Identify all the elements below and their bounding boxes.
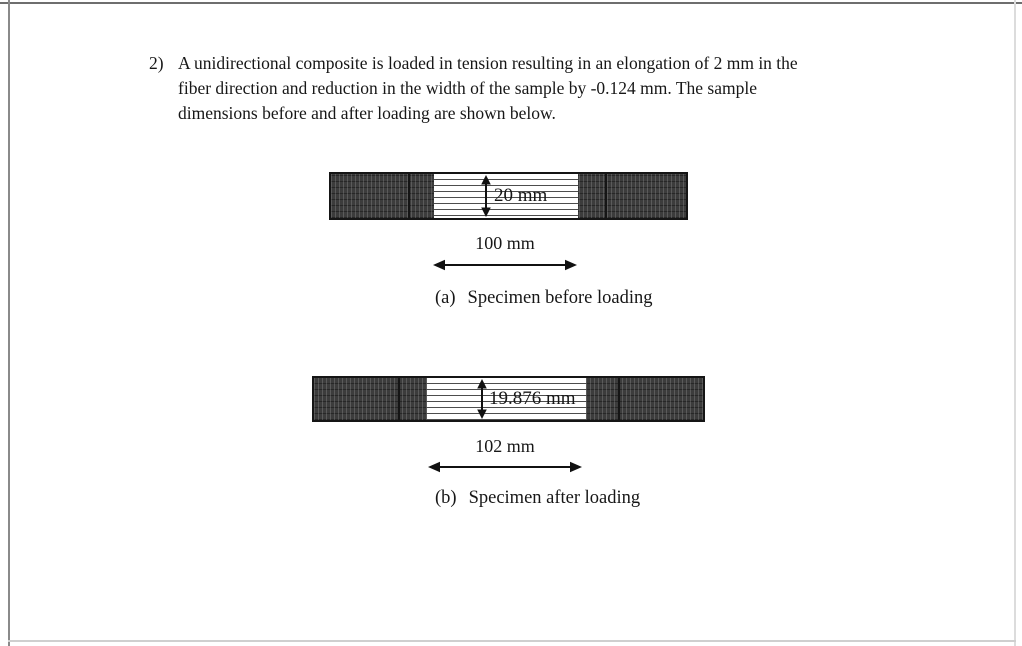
specimen-after-bar: 19.876 mm	[312, 376, 705, 422]
specimen-after-gauge-section: 19.876 mm	[427, 378, 586, 420]
problem-line-1: 2) A unidirectional composite is loaded i…	[149, 51, 798, 76]
specimen-before-gauge-section: 20 mm	[434, 174, 578, 218]
problem-line-1-text: A unidirectional composite is loaded in …	[178, 53, 798, 73]
length-dimension-arrow-icon	[433, 259, 577, 271]
length-dimension-arrow-icon	[428, 461, 582, 473]
specimen-before-right-tab-divider	[605, 174, 607, 218]
specimen-before-width-label: 20 mm	[494, 185, 548, 206]
problem-number: 2)	[149, 53, 164, 73]
problem-line-2: fiber direction and reduction in the wid…	[178, 78, 757, 98]
specimen-before-bar: 20 mm	[329, 172, 688, 220]
problem-line-3: dimensions before and after loading are …	[178, 103, 556, 123]
width-dimension-arrow-icon	[477, 379, 487, 419]
specimen-before-left-tab-divider	[408, 174, 410, 218]
problem-statement: 2) A unidirectional composite is loaded i…	[149, 51, 798, 126]
specimen-after-width-label: 19.876 mm	[489, 388, 576, 409]
caption-b-text: Specimen after loading	[468, 488, 641, 508]
page-border-top	[0, 2, 1022, 4]
width-dimension-arrow-icon	[481, 175, 491, 217]
caption-b-prefix: (b)	[435, 488, 457, 508]
caption-a-text: Specimen before loading	[467, 288, 653, 308]
specimen-before-length-label: 100 mm	[475, 233, 535, 253]
caption-a-prefix: (a)	[435, 288, 456, 308]
specimen-after-right-tab-divider	[618, 378, 620, 420]
specimen-before-caption: (a) Specimen before loading	[435, 288, 652, 309]
page-border-bottom	[8, 640, 1016, 642]
specimen-after-caption: (b) Specimen after loading	[435, 488, 640, 509]
specimen-after-left-tab-divider	[398, 378, 400, 420]
page-border-right	[1014, 0, 1016, 646]
page-border-left	[8, 0, 10, 646]
specimen-after-length-label: 102 mm	[475, 436, 535, 456]
